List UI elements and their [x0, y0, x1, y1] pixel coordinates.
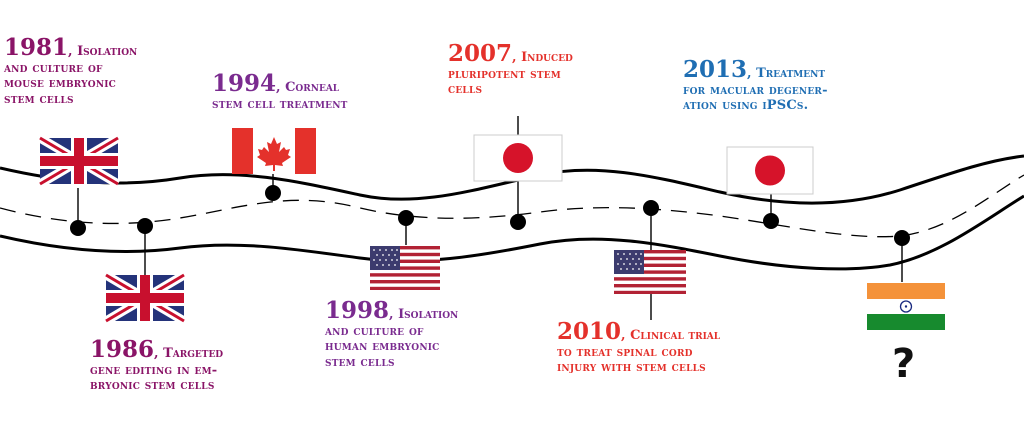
year-2010: 2010	[557, 318, 622, 345]
year-2013: 2013	[683, 56, 748, 83]
uk-flag-1986	[103, 271, 187, 325]
usa-flag-2010	[614, 250, 686, 294]
desc-1998-lead: , Isolation	[389, 307, 459, 322]
milestone-2010: 2010, Clinical trial to treat spinal cor…	[557, 318, 720, 376]
desc-2013-line2: ation using iPSCs.	[683, 98, 809, 114]
desc-1986-line2: bryonic stem cells	[90, 378, 215, 394]
dot-1998	[398, 210, 414, 226]
desc-2010-line1: to treat spinal cord	[557, 345, 693, 361]
dot-2013	[763, 213, 779, 229]
road-center-dash	[0, 174, 1024, 238]
desc-2007-line1: pluripotent stem	[448, 67, 561, 83]
desc-1986-line1: gene editing in em-	[90, 363, 218, 379]
milestone-1981: 1981, Isolation and culture of mouse emb…	[4, 34, 137, 107]
year-1981: 1981	[4, 34, 69, 61]
japan-flag-2007	[473, 134, 563, 182]
dot-1994	[265, 185, 281, 201]
future-question-mark: ?	[892, 341, 916, 387]
desc-1994-line1: stem cell treatment	[212, 97, 348, 113]
usa-flag-1998	[370, 246, 440, 290]
desc-1998-line3: stem cells	[325, 354, 395, 370]
milestone-1994: 1994, Corneal stem cell treatment	[212, 70, 348, 112]
desc-1981-line1: and culture of	[4, 61, 103, 77]
year-1998: 1998	[325, 297, 390, 324]
desc-1994-lead: , Corneal	[276, 80, 340, 95]
year-1994: 1994	[212, 70, 277, 97]
desc-1998-line2: human embryonic	[325, 339, 440, 355]
desc-2007-line2: cells	[448, 82, 483, 98]
desc-2013-line1: for macular degener-	[683, 83, 828, 99]
desc-1981-line3: stem cells	[4, 91, 74, 107]
desc-1981-lead: , Isolation	[68, 44, 138, 59]
milestone-1986: 1986, Targeted gene editing in em- bryon…	[90, 336, 223, 394]
milestone-2013: 2013, Treatment for macular degener- ati…	[683, 56, 828, 114]
road-bottom-edge	[0, 194, 1024, 271]
desc-2010-lead: , Clinical trial	[621, 328, 721, 343]
desc-1986-lead: , Targeted	[154, 346, 224, 361]
desc-2010-line2: injury with stem cells	[557, 360, 706, 376]
dot-2010	[643, 200, 659, 216]
desc-2007-lead: , Induced	[512, 50, 573, 65]
desc-1981-line2: mouse embryonic	[4, 76, 117, 92]
milestone-2007: 2007, Induced pluripotent stem cells	[448, 40, 573, 98]
desc-2013-lead: , Treatment	[747, 66, 826, 81]
canada-flag-1994	[232, 128, 316, 174]
japan-flag-2013	[726, 146, 814, 195]
dot-1986	[137, 218, 153, 234]
dot-2007	[510, 214, 526, 230]
india-flag-future	[867, 283, 945, 330]
dot-future	[894, 230, 910, 246]
year-2007: 2007	[448, 40, 513, 67]
dot-1981	[70, 220, 86, 236]
desc-1998-line1: and culture of	[325, 324, 424, 340]
uk-flag-1981	[37, 134, 121, 188]
year-1986: 1986	[90, 336, 155, 363]
milestone-1998: 1998, Isolation and culture of human emb…	[325, 297, 458, 370]
